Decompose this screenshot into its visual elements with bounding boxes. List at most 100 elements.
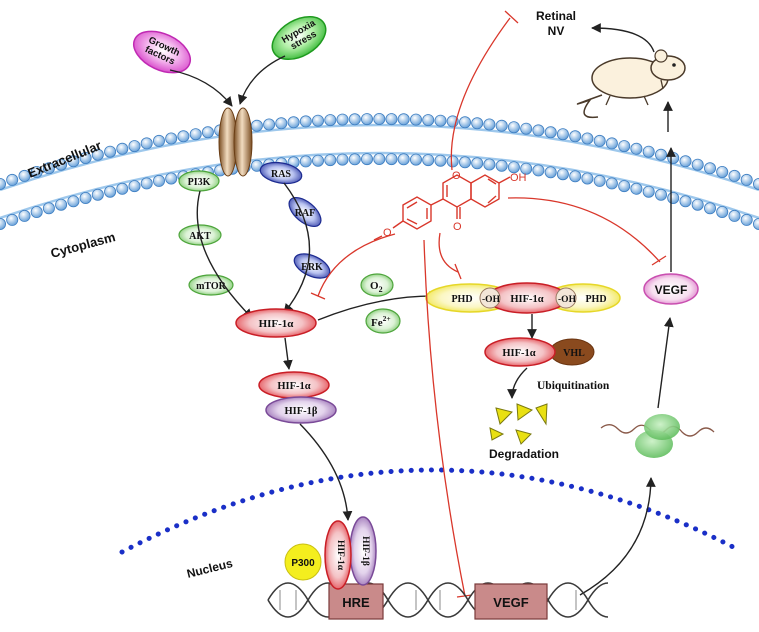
lipid-head xyxy=(42,202,55,215)
iron-node: Fe2+ xyxy=(365,308,401,334)
p300-label: P300 xyxy=(291,558,315,569)
lipid-head xyxy=(6,173,19,186)
lipid-head xyxy=(30,205,43,218)
receptor-icon xyxy=(218,107,253,177)
lipid-head xyxy=(458,156,471,169)
lipid-head xyxy=(55,158,68,171)
rat-to-retinal-nv-arrow xyxy=(591,23,655,53)
vegf-gene-box: VEGF xyxy=(474,583,548,620)
raf-node: RAF xyxy=(288,196,322,228)
hif1a-label: HIF-1α xyxy=(259,318,295,330)
lipid-head xyxy=(116,182,129,195)
lipid-head xyxy=(483,158,496,171)
erk-label: ERK xyxy=(301,262,323,273)
lipid-head xyxy=(471,117,484,130)
inhibit-hif1a xyxy=(317,233,396,297)
lipid-head xyxy=(753,178,759,190)
lipid-head xyxy=(507,161,520,174)
lipid-head xyxy=(679,155,692,168)
lipid-head xyxy=(532,164,545,177)
lipid-head xyxy=(740,213,753,226)
degradation-triangles-icon xyxy=(489,403,548,445)
lipid-head xyxy=(569,170,582,183)
oh-right-label: -OH xyxy=(558,295,577,305)
lipid-head xyxy=(336,153,349,166)
iron-label: Fe2+ xyxy=(371,314,391,329)
vegf-gene-label: VEGF xyxy=(493,595,528,610)
lipid-head xyxy=(348,113,361,126)
lipid-head xyxy=(373,152,386,165)
inhibit-vegf-gene xyxy=(423,239,466,597)
lipid-head xyxy=(630,182,643,195)
compound-structure-icon xyxy=(373,174,511,241)
lipid-head xyxy=(495,119,508,132)
hif-dimer: HIF-1α HIF-1β xyxy=(258,371,337,424)
lipid-head xyxy=(642,185,655,198)
lipid-head xyxy=(165,172,178,185)
lipid-head xyxy=(30,165,43,178)
lipid-head xyxy=(409,113,422,126)
hif-to-dimer-arrow xyxy=(283,337,293,370)
lipid-head xyxy=(691,198,704,211)
lipid-head xyxy=(716,165,729,178)
lipid-head xyxy=(618,180,631,193)
lipid-head xyxy=(104,185,117,198)
lipid-head xyxy=(116,142,129,155)
lipid-head xyxy=(0,218,6,230)
lipid-head xyxy=(544,126,557,139)
lipid-head xyxy=(520,162,533,175)
lipid-head xyxy=(593,134,606,147)
lipid-head xyxy=(287,116,300,129)
nuclear-hif-complex: HIF-1α HIF-1β xyxy=(324,516,377,590)
lipid-head xyxy=(422,114,435,127)
lipid-head xyxy=(336,113,349,126)
phd-right-label: PHD xyxy=(585,294,606,305)
gene-to-ribosome-arrow xyxy=(579,477,656,596)
cytoplasm-label: Cytoplasm xyxy=(49,229,117,261)
nuclear-envelope xyxy=(119,467,738,555)
phd-hif1a-label: HIF-1α xyxy=(510,294,543,305)
lipid-head xyxy=(630,142,643,155)
lipid-head xyxy=(740,173,753,186)
hypoxia-stress-node: Hypoxiastress xyxy=(271,15,327,61)
lipid-head xyxy=(581,132,594,145)
inhibit-retinal-nv xyxy=(450,17,511,171)
inhibition-lines xyxy=(310,10,667,598)
degradation-label: Degradation xyxy=(489,447,559,461)
lipid-head xyxy=(520,122,533,135)
lipid-head xyxy=(409,153,422,166)
lipid-head xyxy=(667,191,680,204)
lipid-head xyxy=(275,117,288,130)
lipid-head xyxy=(360,153,373,166)
lipid-head xyxy=(716,205,729,218)
lipid-head xyxy=(655,148,668,161)
lipid-head xyxy=(67,155,80,168)
lipid-head xyxy=(104,145,117,158)
lipid-head xyxy=(556,128,569,141)
phd-left-label: PHD xyxy=(451,294,472,305)
cell-membrane-bilayer xyxy=(0,113,759,230)
lipid-head xyxy=(471,157,484,170)
lipid-head xyxy=(593,174,606,187)
ubiquitination-label: Ubiquitination xyxy=(537,380,610,392)
lipid-head xyxy=(397,113,410,126)
lipid-head xyxy=(67,195,80,208)
dimer-to-nucleus-arrow xyxy=(299,423,353,521)
vegf-protein-label: VEGF xyxy=(655,283,688,297)
ring-oxygen-label: O xyxy=(452,170,461,182)
vhl-to-degradation-arrow xyxy=(507,367,528,399)
lipid-head xyxy=(299,155,312,168)
vegf-protein-node: VEGF xyxy=(643,273,699,305)
vhl-hif1a-label: HIF-1α xyxy=(502,348,535,359)
dimer-hif1a-label: HIF-1α xyxy=(277,381,310,392)
nuclear-hif1a-label: HIF-1α xyxy=(335,540,345,571)
lipid-head xyxy=(140,137,153,150)
lipid-head xyxy=(18,209,31,222)
dimer-hif1b-label: HIF-1β xyxy=(285,406,318,417)
lipid-head xyxy=(177,130,190,143)
pi3k-label: PI3K xyxy=(188,177,211,188)
lipid-head xyxy=(642,145,655,158)
lipid-head xyxy=(152,174,165,187)
